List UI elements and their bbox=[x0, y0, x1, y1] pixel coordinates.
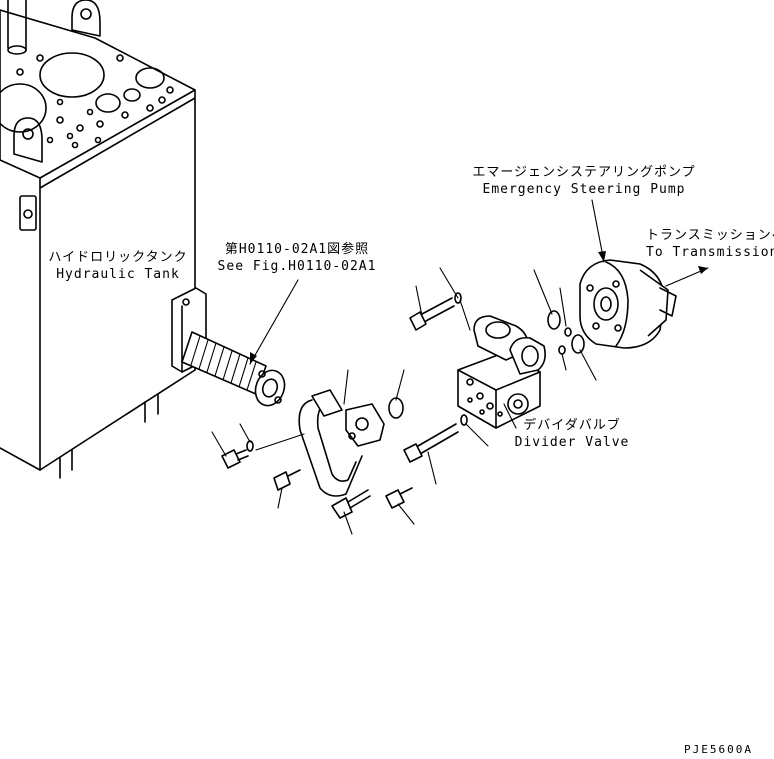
emergency-steering-pump bbox=[579, 259, 677, 349]
transmission-label-jp: トランスミッションへ bbox=[646, 228, 774, 243]
tank-label-en: Hydraulic Tank bbox=[56, 267, 180, 282]
valve-label-en: Divider Valve bbox=[514, 435, 630, 450]
transmission-label-en: To Transmission bbox=[646, 245, 774, 260]
drawing-code: PJE5600A bbox=[684, 743, 753, 756]
pump-label-jp: エマージェンシステアリングポンプ bbox=[472, 165, 696, 180]
suction-hose bbox=[181, 331, 286, 407]
tank-label-jp: ハイドロリックタンク bbox=[48, 250, 188, 265]
pump-label-en: Emergency Steering Pump bbox=[482, 182, 686, 197]
hydraulic-tank bbox=[0, 0, 207, 479]
reference-label-jp: 第H0110-02A1図参照 bbox=[224, 242, 370, 257]
reference-label-en: See Fig.H0110-02A1 bbox=[217, 259, 377, 274]
divider-valve bbox=[457, 315, 546, 429]
tube-elbow bbox=[298, 389, 385, 497]
bolts bbox=[221, 297, 459, 519]
valve-label-jp: デバイダバルブ bbox=[523, 418, 621, 433]
leader-lines bbox=[211, 199, 709, 535]
